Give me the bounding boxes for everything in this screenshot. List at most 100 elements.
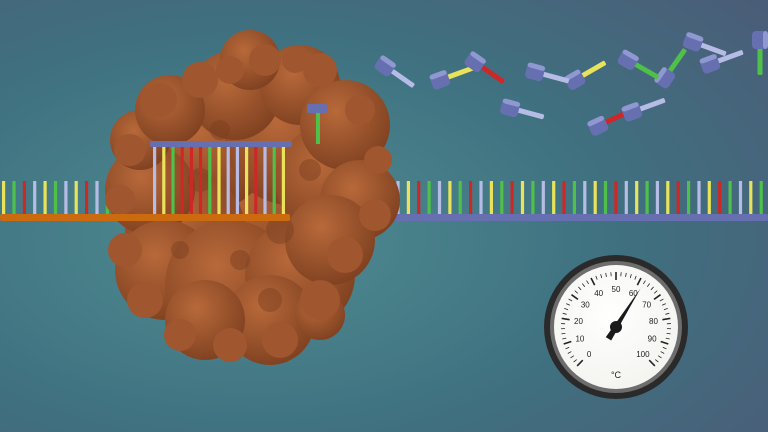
free-nucleotide-highlight <box>686 32 704 42</box>
free-nucleotide-highlight <box>621 102 639 112</box>
polymerase-shadow <box>299 159 321 181</box>
template-base <box>437 181 442 214</box>
free-nucleotide-highlight <box>587 115 605 127</box>
template-base <box>531 181 535 214</box>
thermometer-minor-ticks <box>561 272 671 367</box>
incoming-nucleotide-base <box>316 112 320 144</box>
thermometer-tick <box>568 298 573 302</box>
thermometer-tick <box>564 307 569 311</box>
free-nucleotide-highlight <box>622 49 639 61</box>
template-base <box>43 181 47 214</box>
free-nucleotide-highlight <box>502 98 521 107</box>
template-base <box>22 181 26 214</box>
free-nucleotide-base <box>757 47 763 75</box>
thermometer-tick <box>590 277 596 286</box>
primer-base <box>245 147 249 214</box>
thermometer-tick <box>581 283 586 287</box>
incoming-nucleotide-sugar <box>307 104 327 113</box>
thermometer-tick <box>646 283 651 287</box>
template-base <box>676 181 680 214</box>
free-nucleotide <box>699 50 744 74</box>
free-nucleotides <box>374 31 768 136</box>
template-base <box>635 181 639 214</box>
primer-base <box>254 147 258 214</box>
thermometer-tick <box>578 286 582 291</box>
free-nucleotide <box>621 98 666 122</box>
thermometer-tick <box>662 317 671 321</box>
polymerase-bump <box>127 282 163 318</box>
free-nucleotide-highlight <box>564 69 581 81</box>
template-base <box>479 181 483 214</box>
polymerase-shadow <box>258 288 282 312</box>
template-base <box>12 181 16 214</box>
template-base <box>603 181 608 214</box>
thermometer-hub <box>610 321 622 333</box>
polymerase-bump <box>249 44 281 76</box>
free-nucleotide <box>564 60 607 90</box>
thermometer-tick <box>650 286 654 291</box>
free-nucleotide <box>500 98 545 120</box>
template-base <box>448 181 452 214</box>
free-nucleotide-base <box>633 61 660 80</box>
free-nucleotide <box>525 62 570 84</box>
thermometer-tick <box>661 303 666 306</box>
thermometer-tick <box>657 355 662 359</box>
thermometer-tick <box>655 359 659 363</box>
template-base <box>33 181 37 214</box>
free-nucleotide <box>374 55 415 88</box>
thermometer-tick <box>586 280 590 285</box>
polymerase-bump <box>182 62 218 98</box>
polymerase-shadow <box>171 241 189 259</box>
template-base <box>510 181 514 214</box>
thermometer-tick <box>629 274 632 279</box>
primer-base <box>235 147 239 214</box>
template-base <box>666 181 670 214</box>
template-base <box>707 181 711 214</box>
thermometer-tick <box>653 290 658 294</box>
thermometer-tick <box>666 332 671 335</box>
thermometer-tick <box>605 272 607 277</box>
free-nucleotide <box>682 32 727 56</box>
template-base <box>417 181 421 214</box>
template-base <box>728 181 732 214</box>
incoming-nucleotide <box>307 104 327 144</box>
template-base <box>64 181 68 214</box>
free-nucleotide-highlight <box>470 51 486 64</box>
polymerase-shadow <box>230 250 250 270</box>
polymerase-bump <box>105 185 135 215</box>
template-base <box>469 181 473 214</box>
polymerase-bump <box>303 53 337 87</box>
template-base <box>738 181 743 214</box>
thermometer-tick <box>642 280 646 285</box>
free-nucleotide-highlight <box>527 62 546 71</box>
thermometer-tick <box>562 337 567 340</box>
polymerase-shadow <box>266 216 294 244</box>
template-base <box>759 181 763 214</box>
thermometer-tick <box>660 340 669 345</box>
template-base <box>489 181 493 214</box>
thermometer-tick <box>660 351 665 354</box>
template-base <box>541 181 545 214</box>
polymerase-shadow <box>210 120 230 140</box>
thermometer-tick <box>565 346 570 350</box>
thermometer-tick <box>653 294 661 301</box>
thermometer-tick <box>561 332 566 335</box>
primer-base <box>263 147 267 214</box>
template-base <box>593 181 597 214</box>
primer-segment <box>150 141 292 214</box>
thermometer-tick-label: 100 <box>636 350 650 359</box>
thermometer-tick-label: 30 <box>581 301 590 310</box>
free-nucleotide-base <box>716 50 744 64</box>
thermometer-tick-label: 10 <box>575 335 584 344</box>
template-base <box>655 181 659 214</box>
template-base <box>85 181 89 214</box>
free-nucleotide-highlight <box>763 31 768 49</box>
thermometer-tick-label: 80 <box>649 317 658 326</box>
polymerase-bump <box>327 237 363 273</box>
primer-base <box>171 147 175 214</box>
template-base <box>687 181 691 214</box>
thermometer-tick-label: 40 <box>594 289 603 298</box>
primer-base <box>272 147 276 214</box>
polymerase-bump <box>216 56 244 84</box>
